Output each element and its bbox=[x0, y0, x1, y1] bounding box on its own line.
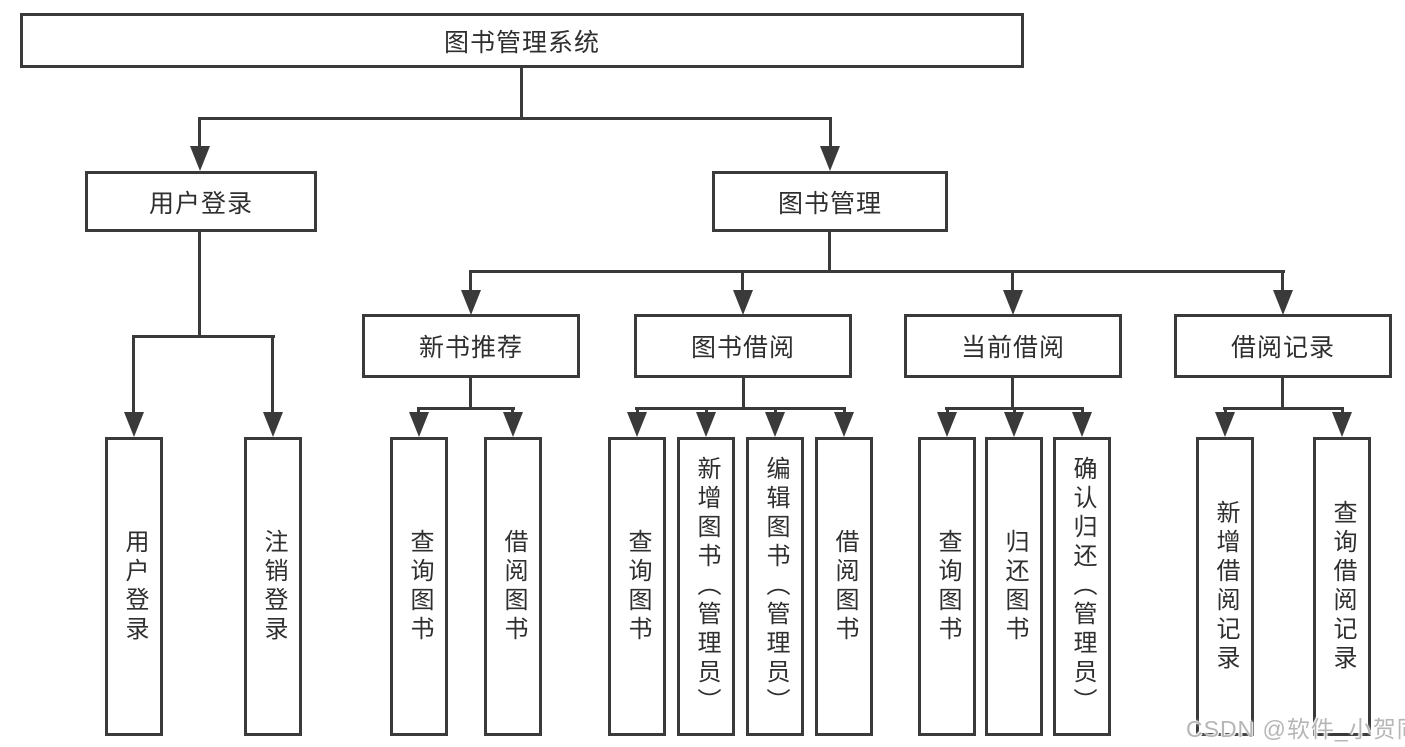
arrow-down-icon bbox=[461, 290, 481, 315]
node-label: 用户登录 bbox=[148, 189, 253, 218]
connector-line-h bbox=[1223, 407, 1344, 410]
node-current-borrowing: 当前借阅 bbox=[904, 314, 1122, 378]
node-borrowing-records: 借阅记录 bbox=[1174, 314, 1392, 378]
arrow-down-icon bbox=[733, 290, 753, 315]
connector-line-v bbox=[469, 378, 472, 409]
leaf-label: 归还图书 bbox=[1001, 528, 1028, 645]
leaf-label: 新增借阅记录 bbox=[1212, 499, 1239, 674]
node-book-management-system: 图书管理系统 bbox=[20, 13, 1024, 68]
connector-line-v bbox=[1281, 270, 1284, 292]
connector-line-v bbox=[741, 270, 744, 292]
node-label: 借阅记录 bbox=[1230, 334, 1335, 362]
arrow-down-icon bbox=[765, 412, 785, 437]
leaf-label: 新增图书（管理员） bbox=[693, 456, 720, 717]
node-book-borrowing: 图书借阅 bbox=[634, 314, 852, 378]
connector-line-h bbox=[469, 270, 1285, 273]
connector-line-v bbox=[1013, 407, 1016, 415]
connector-line-v bbox=[469, 270, 472, 292]
connector-line-v bbox=[1081, 407, 1084, 415]
leaf-borrow-books-recommend: 借阅图书 bbox=[484, 437, 542, 736]
connector-line-v bbox=[636, 407, 639, 415]
connector-line-v bbox=[271, 335, 274, 414]
leaf-confirm-return-admin: 确认归还（管理员） bbox=[1053, 437, 1111, 736]
connector-line-v bbox=[774, 407, 777, 415]
arrow-down-icon bbox=[1072, 412, 1092, 437]
leaf-label: 查询借阅记录 bbox=[1329, 499, 1356, 674]
leaf-query-books-recommend: 查询图书 bbox=[390, 437, 448, 736]
connector-line-v bbox=[198, 232, 201, 337]
leaf-return-books: 归还图书 bbox=[985, 437, 1043, 736]
arrow-down-icon bbox=[263, 412, 283, 437]
csdn-watermark: CSDN @软件_小贺同学 bbox=[1186, 716, 1405, 742]
connector-line-v bbox=[829, 117, 832, 147]
leaf-label: 借阅图书 bbox=[500, 528, 527, 645]
connector-line-h bbox=[635, 407, 846, 410]
node-new-book-recommendation: 新书推荐 bbox=[362, 314, 580, 378]
connector-line-v bbox=[843, 407, 846, 415]
leaf-label: 借阅图书 bbox=[831, 528, 858, 645]
connector-line-v bbox=[705, 407, 708, 415]
node-book-management: 图书管理 bbox=[712, 171, 948, 232]
leaf-edit-books-admin: 编辑图书（管理员） bbox=[746, 437, 804, 736]
node-label: 图书借阅 bbox=[690, 334, 795, 362]
connector-line-h bbox=[417, 407, 515, 410]
connector-line-v bbox=[198, 117, 201, 147]
leaf-label: 查询图书 bbox=[934, 528, 961, 645]
arrow-down-icon bbox=[937, 412, 957, 437]
leaf-query-books-borrow: 查询图书 bbox=[608, 437, 666, 736]
connector-line-v bbox=[1341, 407, 1344, 415]
arrow-down-icon bbox=[1273, 290, 1293, 315]
arrow-down-icon bbox=[503, 412, 523, 437]
leaf-add-books-admin: 新增图书（管理员） bbox=[677, 437, 735, 736]
connector-line-v bbox=[1281, 378, 1284, 409]
connector-line-h bbox=[198, 117, 832, 120]
arrow-down-icon bbox=[834, 412, 854, 437]
node-label: 当前借阅 bbox=[960, 334, 1065, 362]
arrow-down-icon bbox=[627, 412, 647, 437]
arrow-down-icon bbox=[696, 412, 716, 437]
arrow-down-icon bbox=[124, 412, 144, 437]
node-label: 图书管理 bbox=[777, 189, 882, 218]
connector-line-v bbox=[1224, 407, 1227, 415]
leaf-user-login: 用户登录 bbox=[105, 437, 163, 736]
connector-line-v bbox=[946, 407, 949, 415]
leaf-label: 确认归还（管理员） bbox=[1069, 456, 1096, 717]
leaf-add-borrow-record: 新增借阅记录 bbox=[1196, 437, 1254, 736]
leaf-label: 查询图书 bbox=[624, 528, 651, 645]
connector-line-v bbox=[1011, 270, 1014, 292]
arrow-down-icon bbox=[1003, 290, 1023, 315]
connector-line-v bbox=[1011, 378, 1014, 409]
connector-line-v bbox=[511, 407, 514, 415]
node-label: 图书管理系统 bbox=[443, 28, 600, 57]
leaf-query-borrow-record: 查询借阅记录 bbox=[1313, 437, 1371, 736]
leaf-label: 注销登录 bbox=[260, 528, 287, 645]
arrow-down-icon bbox=[1215, 412, 1235, 437]
connector-line-v bbox=[520, 68, 523, 120]
arrow-down-icon bbox=[1004, 412, 1024, 437]
leaf-label: 用户登录 bbox=[121, 528, 148, 645]
leaf-borrow-books: 借阅图书 bbox=[815, 437, 873, 736]
leaf-label: 查询图书 bbox=[406, 528, 433, 645]
leaf-query-books-current: 查询图书 bbox=[918, 437, 976, 736]
node-label: 新书推荐 bbox=[418, 334, 523, 362]
arrow-down-icon bbox=[1332, 412, 1352, 437]
connector-line-v bbox=[828, 232, 831, 272]
connector-line-v bbox=[742, 378, 745, 409]
connector-line-v bbox=[417, 407, 420, 415]
leaf-logout: 注销登录 bbox=[244, 437, 302, 736]
arrow-down-icon bbox=[820, 146, 840, 171]
connector-line-v bbox=[132, 335, 135, 414]
node-user-login: 用户登录 bbox=[85, 171, 317, 232]
leaf-label: 编辑图书（管理员） bbox=[762, 456, 789, 717]
arrow-down-icon bbox=[409, 412, 429, 437]
arrow-down-icon bbox=[190, 146, 210, 171]
connector-line-h bbox=[132, 335, 275, 338]
